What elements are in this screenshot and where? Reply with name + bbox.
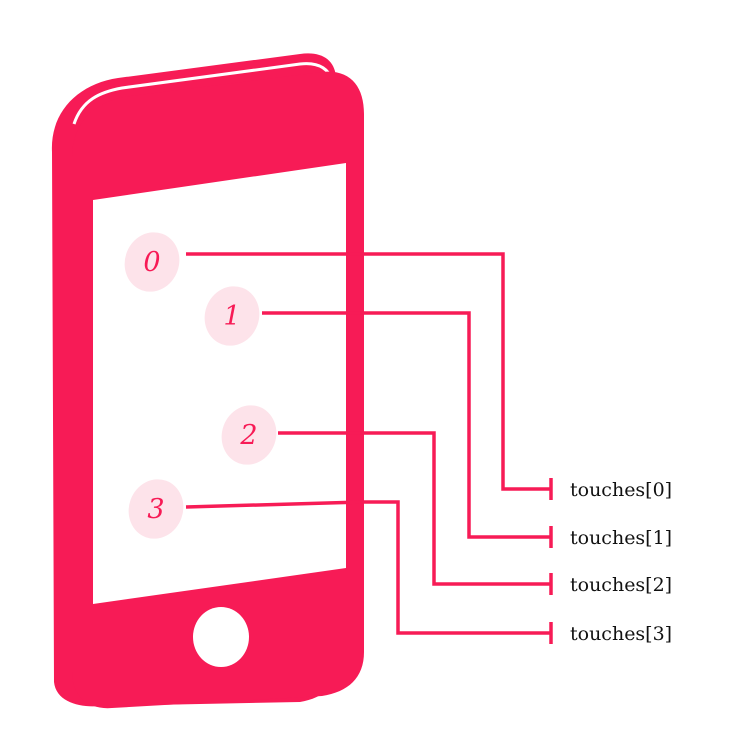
connector-line-2: [278, 431, 551, 586]
touch-label-3: touches[3]: [570, 623, 672, 645]
phone-edge-highlight: [72, 62, 334, 125]
phone-screen: [93, 163, 346, 604]
connector-line-0: [186, 252, 551, 491]
touch-point-1: 1 touches[1]: [196, 279, 672, 549]
touch-point-3: 3 touches[3]: [120, 472, 672, 645]
touch-label-0: touches[0]: [570, 479, 672, 501]
touch-bubble-0[interactable]: [116, 225, 187, 300]
connector-line-1: [262, 311, 551, 539]
touch-point-0: 0 touches[0]: [116, 225, 672, 501]
touch-label-2: touches[2]: [570, 574, 672, 596]
touch-number-2: 2: [239, 420, 257, 451]
touch-number-1: 1: [223, 301, 240, 332]
touch-bubble-2[interactable]: [213, 398, 284, 473]
touch-label-1: touches[1]: [570, 527, 672, 549]
touch-number-3: 3: [147, 494, 164, 525]
connector-line-3: [185, 500, 551, 635]
touch-bubble-1[interactable]: [196, 279, 267, 354]
touch-point-2: 2 touches[2]: [213, 398, 672, 596]
phone-illustration: [51, 53, 364, 709]
touch-bubble-3[interactable]: [120, 472, 191, 547]
touch-points: 0 touches[0] 1 touches[1] 2 touches[2] 3 touche…: [116, 225, 672, 645]
touch-number-0: 0: [143, 247, 160, 278]
home-button[interactable]: [193, 607, 249, 667]
